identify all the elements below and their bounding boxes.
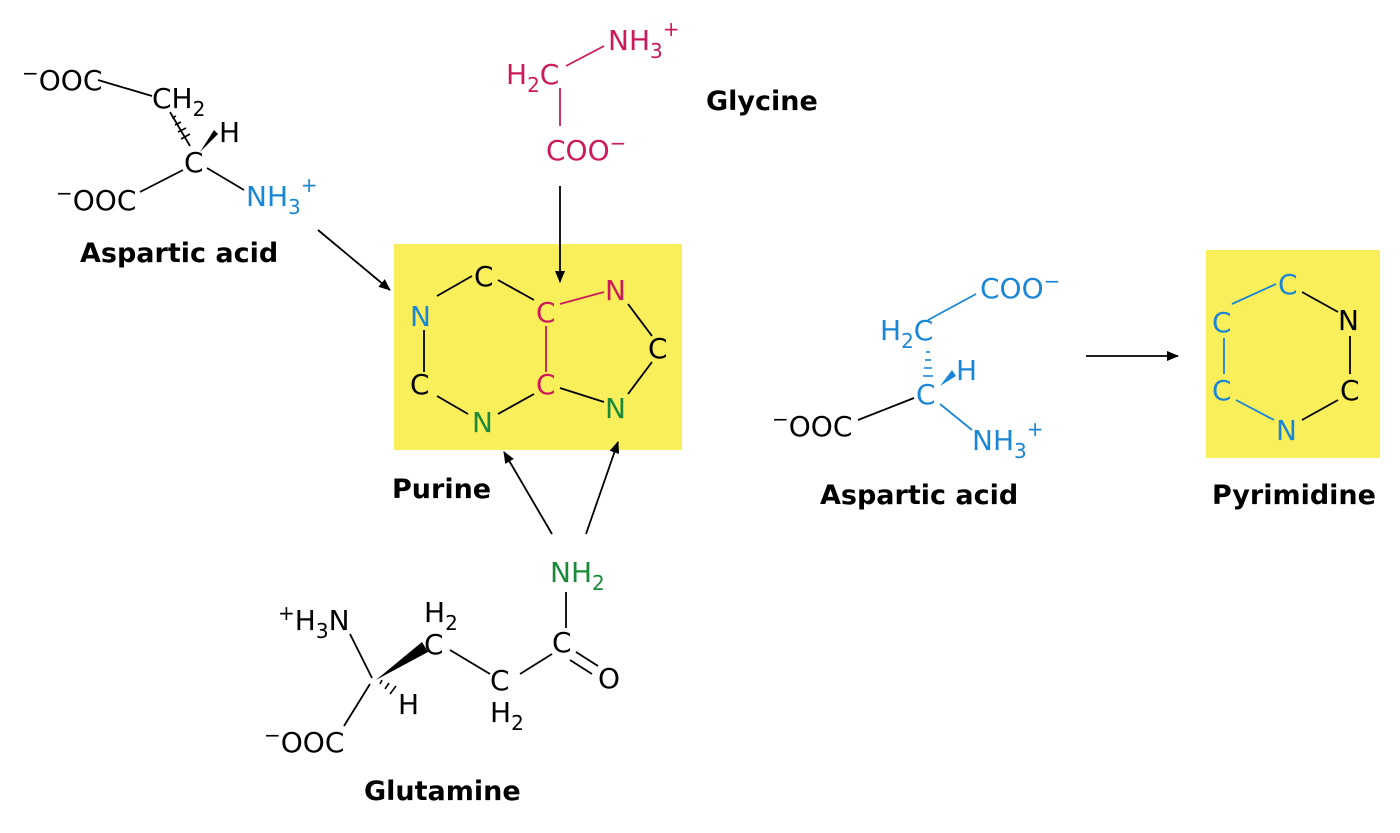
arrow-aspartate-to-purine [317,229,391,291]
svg-text:+H3N: +H3N [278,601,350,643]
glycine-structure: H2C NH3+ COO− [506,17,680,167]
aspartic-acid-right-label: Aspartic acid [820,480,1018,511]
svg-text:H: H [398,688,419,721]
pyrimidine-structure: C N C N C C [1212,268,1360,447]
pyrimidine-label: Pyrimidine [1212,480,1376,511]
atom-h: H [219,116,240,149]
svg-text:N: N [605,274,626,307]
svg-text:−OOC: −OOC [56,181,136,217]
atom-c-alpha: C [184,146,204,179]
atom-nh3-plus: NH [246,180,288,213]
svg-text:C: C [410,368,430,401]
svg-text:−OOC: −OOC [772,407,852,443]
arrow-glutamine-to-purine-n3 [503,451,553,535]
svg-text:C: C [536,368,556,401]
purine-structure: C N C N C C N C N [410,260,668,439]
atom-coo-minus: COO [546,134,610,167]
svg-text:C: C [1340,374,1360,407]
atom-ooc: OOC [39,64,103,97]
svg-text:NH3+: NH3+ [972,417,1044,463]
svg-text:C: C [424,628,444,661]
atom-ooc: OOC [73,184,137,217]
purine-highlight-box [394,244,682,450]
svg-text:C: C [648,332,668,365]
svg-text:NH3+: NH3+ [246,173,318,219]
svg-text:C: C [1278,268,1298,301]
arrow-glutamine-to-purine-n9 [585,441,620,535]
glutamine-label: Glutamine [364,776,521,807]
svg-text:H2C: H2C [880,314,933,353]
svg-text:O: O [598,662,620,695]
svg-text:H2C: H2C [506,58,559,97]
aspartic-acid-right-structure: H2C COO− C H −OOC NH3+ [772,269,1060,463]
svg-text:−OOC: −OOC [264,723,344,759]
svg-text:−OOC: −OOC [22,61,102,97]
svg-text:N: N [410,300,431,333]
aspartic-acid-left-structure: −OOC CH2 H C −OOC NH3+ [22,61,318,219]
pyrimidine-highlight-box [1206,250,1380,458]
atom-nh3-plus: NH [608,24,650,57]
svg-text:C: C [536,296,556,329]
svg-text:H2: H2 [424,596,458,635]
svg-text:N: N [605,392,626,425]
svg-text:CH2: CH2 [152,82,205,121]
aspartic-acid-left-label: Aspartic acid [80,238,278,269]
purine-label: Purine [392,474,491,505]
svg-text:C: C [1212,306,1232,339]
svg-text:H2: H2 [490,696,524,735]
svg-text:C: C [490,664,510,697]
svg-text:N: N [472,406,493,439]
svg-text:NH2: NH2 [550,556,605,595]
svg-text:C: C [552,626,572,659]
svg-text:N: N [1338,304,1359,337]
svg-text:NH3+: NH3+ [608,17,680,63]
svg-text:C: C [474,260,494,293]
glutamine-structure: NH2 C O C H2 H2 C H +H3N −OOC [264,556,620,759]
glycine-label: Glycine [706,86,818,117]
svg-text:C: C [1212,374,1232,407]
svg-text:COO−: COO− [980,269,1060,305]
svg-text:COO−: COO− [546,131,626,167]
atom-ch2: CH [152,82,193,115]
svg-text:C: C [916,378,936,411]
charge-minus: − [22,61,39,85]
svg-text:N: N [1276,414,1297,447]
svg-text:H: H [956,354,977,387]
